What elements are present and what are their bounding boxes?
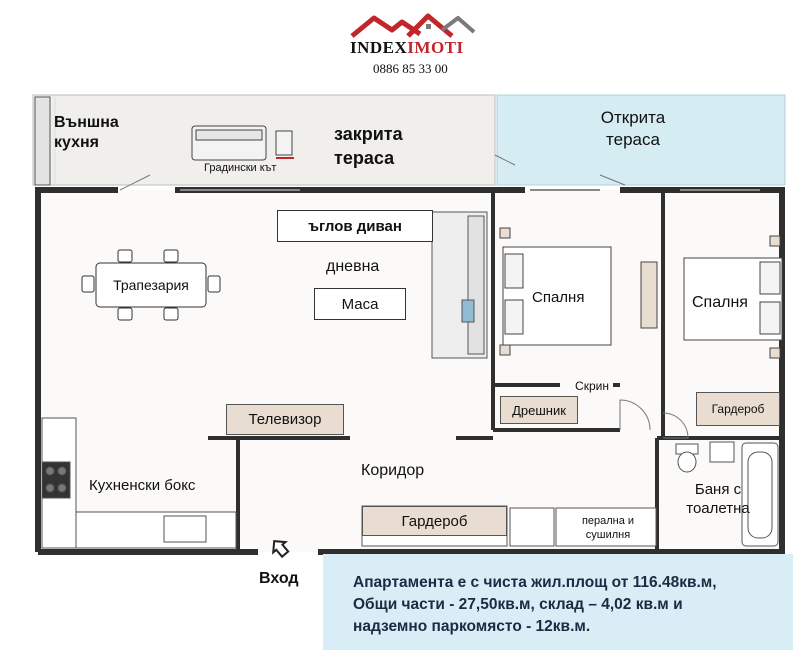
bathroom-fixtures bbox=[675, 441, 779, 547]
kitchen-counter bbox=[41, 417, 237, 549]
apartment-floor bbox=[38, 190, 782, 552]
bed-2-shape bbox=[683, 235, 783, 359]
dresser-box: Скрин bbox=[568, 376, 616, 396]
garden-sofa bbox=[191, 125, 294, 161]
table-box: Маса bbox=[314, 288, 406, 320]
corner-sofa-label: ъглов диван bbox=[277, 210, 433, 242]
info-line-2: Общи части - 27,50кв.м, склад – 4,02 кв.… bbox=[353, 596, 683, 613]
tv-text: Телевизор bbox=[248, 411, 322, 428]
brand-part2: IMOTI bbox=[407, 38, 464, 57]
corner-sofa-text: ъглов диван bbox=[308, 217, 402, 235]
dining-text: Трапезария bbox=[113, 277, 189, 293]
living-room-label: дневна bbox=[326, 258, 380, 275]
info-line-3: надземно паркомясто - 12кв.м. bbox=[353, 618, 591, 635]
closed-terrace-label: закрита тераса bbox=[334, 124, 403, 168]
bed-1-shape bbox=[499, 227, 658, 356]
corner-sofa-shape bbox=[431, 211, 488, 359]
entrance-label: Вход bbox=[259, 570, 299, 587]
wardrobe-2-box: Гардероб bbox=[362, 506, 507, 536]
info-line-1: Апартамента е с чиста жил.площ от 116.48… bbox=[353, 574, 717, 591]
outdoor-kitchen-label: Външна кухня bbox=[54, 114, 119, 151]
brand-name: INDEXIMOTI bbox=[350, 38, 464, 58]
tv-box: Телевизор bbox=[226, 404, 344, 435]
table-text: Маса bbox=[341, 295, 379, 313]
house-roof-logo-icon bbox=[350, 13, 476, 38]
logo: INDEXIMOTI 0886 85 33 00 bbox=[340, 10, 490, 80]
clothes-cabinet-text: Дрешник bbox=[512, 402, 566, 418]
bedroom-2-label: Спалня bbox=[692, 294, 748, 311]
brand-part1: INDEX bbox=[350, 38, 408, 57]
garden-corner-label: Градински кът bbox=[204, 162, 277, 174]
kitchen-box-label: Кухненски бокс bbox=[89, 477, 196, 494]
dining-set bbox=[81, 249, 221, 321]
bathroom-label: Баня с тоалетна bbox=[686, 481, 750, 517]
open-terrace-label: Открита тераса bbox=[600, 108, 666, 149]
corridor-label: Коридор bbox=[361, 462, 425, 479]
entrance-arrow-icon bbox=[272, 540, 290, 559]
interior-walls bbox=[208, 190, 782, 552]
wardrobe-2-text: Гардероб bbox=[401, 512, 468, 530]
dresser-text: Скрин bbox=[575, 379, 609, 393]
laundry-label: перална и сушилня bbox=[581, 515, 635, 541]
clothes-cabinet-box: Дрешник bbox=[500, 396, 578, 424]
dining-table-label: Трапезария bbox=[96, 263, 206, 307]
open-terrace-area bbox=[496, 94, 786, 186]
wardrobe-1-text: Гардероб bbox=[711, 402, 765, 416]
wardrobe-1-box: Гардероб bbox=[696, 392, 780, 426]
outdoor-kitchen-counter bbox=[34, 96, 51, 186]
info-panel: Апартамента е с чиста жил.площ от 116.48… bbox=[323, 554, 793, 650]
bedroom-1-label: Спалня bbox=[532, 289, 585, 306]
phone-number: 0886 85 33 00 bbox=[373, 61, 448, 76]
